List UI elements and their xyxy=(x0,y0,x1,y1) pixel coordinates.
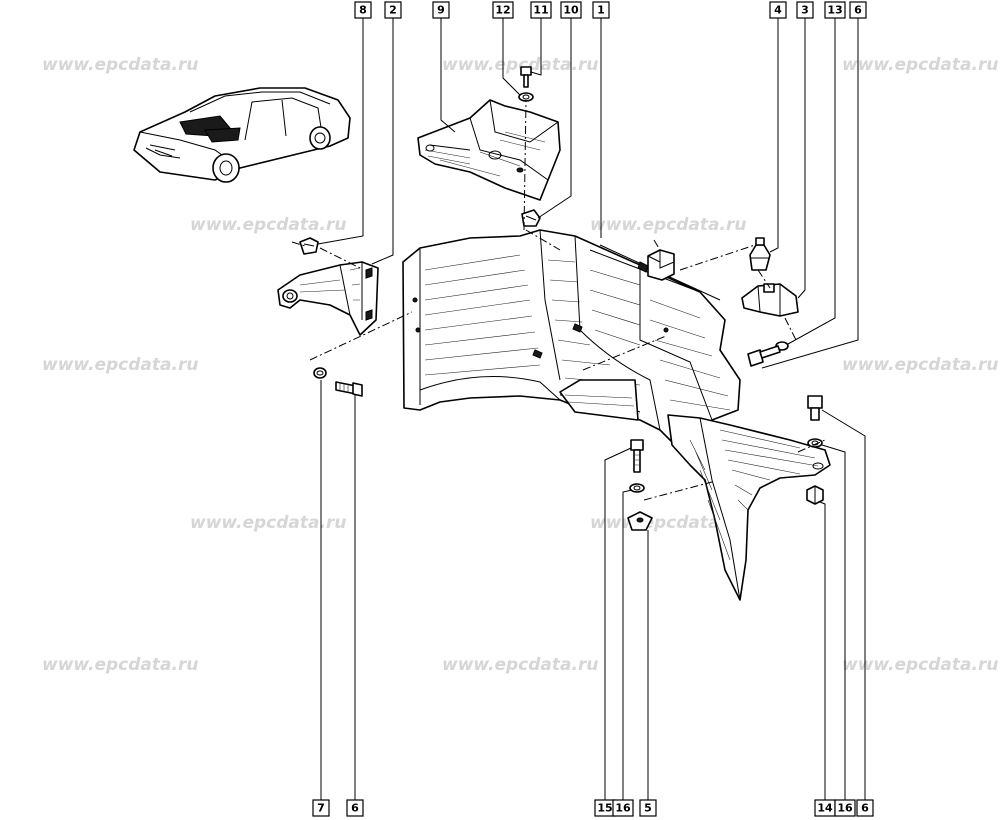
callout-label: 10 xyxy=(563,4,579,17)
part-8-clip xyxy=(299,237,319,255)
callout-13: 13 xyxy=(824,1,846,19)
callout-label: 11 xyxy=(533,4,548,17)
watermark: www.epcdata.ru xyxy=(442,55,598,75)
callout-label: 1 xyxy=(597,4,605,17)
part-16-washer-left xyxy=(629,483,645,493)
callout-label: 16 xyxy=(837,802,853,815)
callout-14: 14 xyxy=(814,799,836,817)
watermark: www.epcdata.ru xyxy=(42,355,198,375)
watermark: www.epcdata.ru xyxy=(442,655,598,675)
watermark: www.epcdata.ru xyxy=(842,655,998,675)
callouts-top: 8 2 9 12 11 10 1 4 3 13 6 xyxy=(354,1,867,19)
leader-lines xyxy=(317,18,866,800)
callout-label: 16 xyxy=(615,802,631,815)
part-14-nut xyxy=(806,485,824,505)
callout-15: 15 xyxy=(594,799,616,817)
callout-12: 12 xyxy=(492,1,514,19)
callout-10: 10 xyxy=(560,1,582,19)
callout-label: 8 xyxy=(359,4,367,17)
callout-4: 4 xyxy=(769,1,787,19)
callout-label: 14 xyxy=(817,802,833,815)
part-1-wheel-arch-shield xyxy=(402,229,741,451)
callout-label: 13 xyxy=(827,4,842,17)
part-6-bolt-left xyxy=(335,381,363,397)
watermark: www.epcdata.ru xyxy=(842,355,998,375)
callout-6-bottom-right: 6 xyxy=(856,799,874,817)
part-2-side-bracket xyxy=(277,261,379,336)
part-7-washer xyxy=(313,367,327,379)
callout-label: 12 xyxy=(495,4,510,17)
callout-6-bottom-left: 6 xyxy=(346,799,364,817)
watermark: www.epcdata.ru xyxy=(42,655,198,675)
callout-9: 9 xyxy=(432,1,450,19)
callout-11: 11 xyxy=(530,1,552,19)
watermark: www.epcdata.ru xyxy=(590,215,746,235)
part-3-mount-bracket xyxy=(741,283,799,317)
callout-label: 2 xyxy=(389,4,397,17)
watermark: www.epcdata.ru xyxy=(190,513,346,533)
callout-label: 6 xyxy=(854,4,862,17)
car-illustration xyxy=(133,87,351,183)
part-9-upper-bracket xyxy=(417,99,561,201)
callout-1: 1 xyxy=(592,1,610,19)
part-15-bolt xyxy=(630,439,644,473)
part-11-screw xyxy=(520,66,532,88)
watermark: www.epcdata.ru xyxy=(42,55,198,75)
callout-label: 6 xyxy=(351,802,359,815)
callout-label: 3 xyxy=(801,4,809,17)
callouts-bottom: 7 6 15 16 5 14 16 6 xyxy=(312,799,874,817)
callout-8: 8 xyxy=(354,1,372,19)
callout-5: 5 xyxy=(639,799,657,817)
part-12-washer xyxy=(518,92,534,102)
assembly-lines xyxy=(291,99,826,501)
callout-label: 4 xyxy=(774,4,782,17)
watermark: www.epcdata.ru xyxy=(190,215,346,235)
callout-label: 9 xyxy=(437,4,445,17)
callout-2: 2 xyxy=(384,1,402,19)
part-1-lower-flap xyxy=(667,414,831,601)
part-6-bolt-right xyxy=(747,345,781,367)
callout-label: 7 xyxy=(317,802,325,815)
part-spacer-block xyxy=(647,249,675,281)
part-16-washer-right xyxy=(807,438,823,448)
callout-label: 15 xyxy=(597,802,612,815)
callout-6-top: 6 xyxy=(849,1,867,19)
callout-3: 3 xyxy=(796,1,814,19)
callout-label: 5 xyxy=(644,802,652,815)
callout-16-right: 16 xyxy=(834,799,856,817)
callout-7: 7 xyxy=(312,799,330,817)
part-4-rubber-mount xyxy=(749,237,771,271)
watermark: www.epcdata.ru xyxy=(842,55,998,75)
callout-16-left: 16 xyxy=(612,799,634,817)
part-5-clip-nut xyxy=(627,511,653,531)
callout-label: 6 xyxy=(861,802,869,815)
part-6-bolt-lower-right xyxy=(807,395,823,421)
